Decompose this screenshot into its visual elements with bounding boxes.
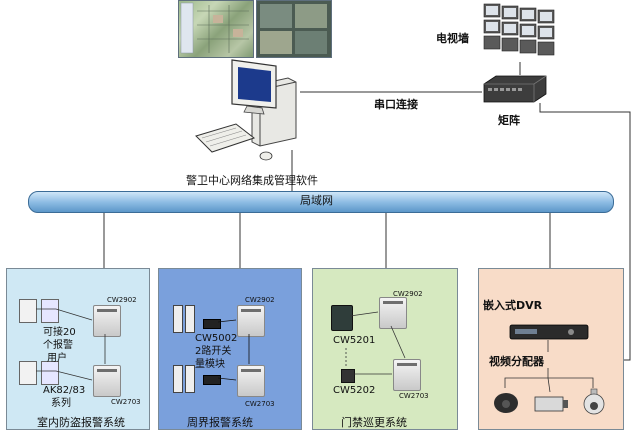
map-grid-icon (180, 2, 249, 54)
reader1-label: CW5201 (333, 335, 376, 346)
beam-sensor-icon (185, 365, 195, 393)
cw2902-controller (379, 297, 407, 329)
cw2703-controller (393, 359, 421, 391)
management-software-label: 警卫中心网络集成管理软件 (186, 174, 318, 187)
user-count-label-2: 个报警 (43, 340, 73, 351)
switch-module-icon (203, 375, 221, 385)
alarm-keypad-icon (19, 361, 37, 385)
user-count-label-3: 用户 (47, 353, 67, 364)
access-control-panel: CW5201 CW5202 CW2902 CW2703 门禁巡更系统 (312, 268, 458, 430)
ak-series-label-2: 系列 (51, 398, 71, 409)
lan-label: 局域网 (300, 194, 333, 207)
video-wall-icon (483, 3, 555, 56)
beam-sensor-icon (185, 305, 195, 333)
panel-title: 室内防盗报警系统 (37, 416, 125, 429)
module-label-3: 量模块 (195, 359, 225, 370)
cw2703-controller (93, 365, 121, 397)
cw2703-controller (237, 365, 265, 397)
dome-camera-icon (494, 393, 518, 413)
panel-title: 周界报警系统 (187, 416, 253, 429)
dvr-label: 嵌入式DVR (483, 299, 543, 312)
access-wiring (345, 311, 406, 375)
box-camera-icon (534, 396, 568, 412)
video-wall-label: 电视墙 (436, 32, 469, 45)
device-top-label: CW2902 (393, 290, 423, 298)
perimeter-alarm-panel: CW5002 2路开关 量模块 CW2902 CW2703 周界报警系统 (158, 268, 302, 430)
user-count-label-1: 可接20 (43, 327, 76, 338)
indoor-wiring (36, 308, 106, 381)
software-screenshot-map (178, 0, 254, 58)
dvr-panel: 嵌入式DVR 视频分配器 (478, 268, 624, 430)
reader2-label: CW5202 (333, 385, 376, 396)
device-bottom-label: CW2703 (245, 400, 275, 408)
dvr-recorder-icon (509, 324, 589, 340)
beam-sensor-icon (173, 305, 183, 333)
reader2-icon (341, 369, 355, 383)
ptz-camera-icon (583, 388, 605, 415)
perimeter-wiring (217, 319, 250, 381)
cw2902-controller (93, 305, 121, 337)
beam-sensor-icon (173, 365, 183, 393)
camera-grid-icon (260, 4, 327, 54)
alarm-keypad-icon (41, 361, 59, 385)
computer-workstation-icon (195, 59, 297, 161)
switch-module-icon (203, 319, 221, 329)
alarm-keypad-icon (19, 299, 37, 323)
lan-bus (28, 191, 614, 213)
card-reader-icon (331, 305, 353, 331)
matrix-label: 矩阵 (498, 114, 520, 127)
matrix-switcher-icon (483, 75, 547, 103)
software-screenshot-cameras (256, 0, 332, 58)
module-label-1: CW5002 (195, 333, 238, 344)
device-top-label: CW2902 (245, 296, 275, 304)
device-top-label: CW2902 (107, 296, 137, 304)
module-label-2: 2路开关 (195, 346, 232, 357)
serial-connection-label: 串口连接 (374, 98, 418, 111)
cw2902-controller (237, 305, 265, 337)
alarm-keypad-icon (41, 299, 59, 323)
device-bottom-label: CW2703 (111, 398, 141, 406)
dvr-wiring (504, 340, 594, 393)
splitter-label: 视频分配器 (489, 355, 544, 368)
panel-title: 门禁巡更系统 (341, 416, 407, 429)
device-bottom-label: CW2703 (399, 392, 429, 400)
ak-series-label-1: AK82/83 (43, 385, 86, 396)
